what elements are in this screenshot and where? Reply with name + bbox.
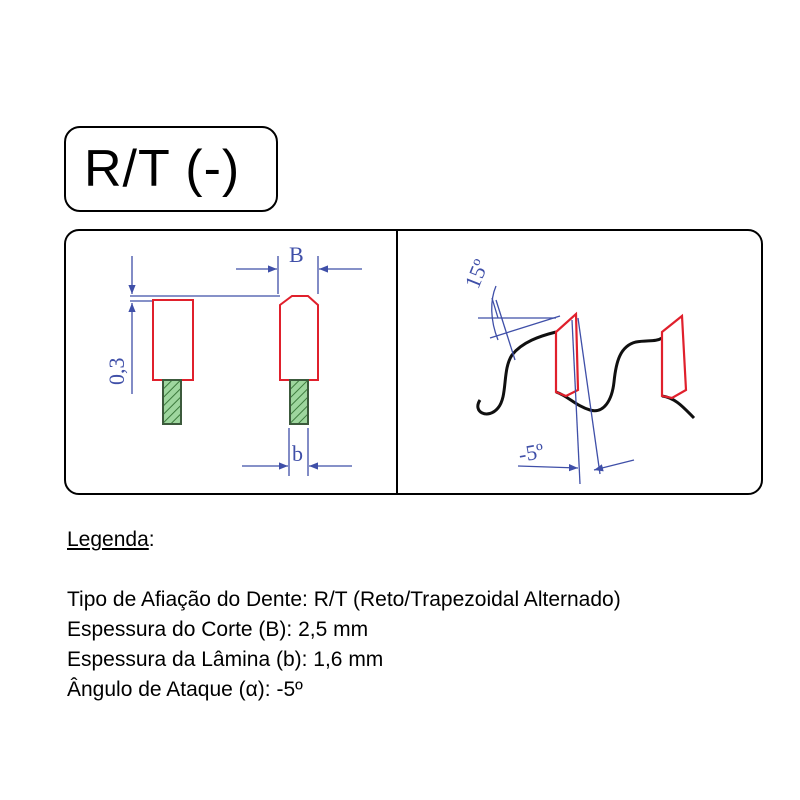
blade-width-dimension	[242, 428, 352, 476]
title-box: R/T (-)	[64, 126, 278, 212]
trapezoidal-tooth	[279, 295, 319, 381]
blade-body-right	[289, 379, 309, 425]
legend-heading-row: Legenda:	[67, 525, 621, 555]
height-dimension	[128, 256, 280, 394]
legend-heading: Legenda	[67, 528, 149, 551]
page-title: R/T (-)	[84, 140, 241, 198]
height-label: 0,3	[104, 358, 129, 386]
legend-line-cut-thickness: Espessura do Corte (B): 2,5 mm	[67, 618, 369, 641]
cut-width-label: B	[289, 242, 304, 267]
angle-minus5-lines	[517, 317, 635, 485]
blade-width-label: b	[292, 441, 303, 466]
angle-minus5-label: -5º	[517, 438, 546, 467]
tooth-profile-1	[554, 311, 580, 398]
straight-tooth	[152, 299, 194, 381]
legend-line-blade-thickness: Espessura da Lâmina (b): 1,6 mm	[67, 648, 384, 671]
right-panel: 15º -5º	[459, 256, 696, 485]
legend: Legenda: Tipo de Afiação do Dente: R/T (…	[67, 525, 621, 705]
legend-colon: :	[148, 528, 155, 551]
angle-15-lines	[478, 285, 561, 361]
diagram-frame	[64, 229, 763, 495]
legend-line-sharpening-type: Tipo de Afiação do Dente: R/T (Reto/Trap…	[67, 588, 621, 611]
tooth-profile-2	[660, 313, 688, 400]
angle-15-label: 15º	[459, 256, 493, 292]
left-panel: 0,3 B b	[104, 242, 362, 476]
blade-body-left	[162, 379, 182, 425]
cut-width-dimension	[236, 256, 362, 294]
legend-line-hook-angle: Ângulo de Ataque (α): -5º	[67, 678, 303, 701]
